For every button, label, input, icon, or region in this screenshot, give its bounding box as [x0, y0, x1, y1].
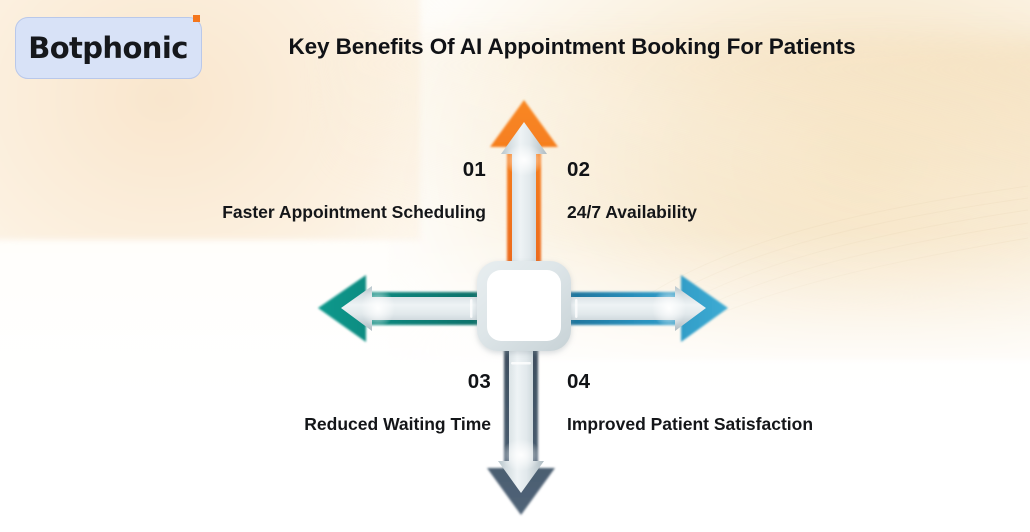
- benefit-label-02: 24/7 Availability: [567, 201, 698, 222]
- up-arrow: [490, 100, 558, 300]
- benefit-number-03: 03: [467, 370, 491, 393]
- benefit-item-01[interactable]: 01 Faster Appointment Scheduling: [138, 158, 486, 222]
- left-arrow: [318, 275, 490, 342]
- page-title: Key Benefits Of AI Appointment Booking F…: [288, 34, 856, 59]
- benefit-item-02[interactable]: 02 24/7 Availability: [567, 158, 907, 222]
- benefit-item-03[interactable]: 03 Reduced Waiting Time: [242, 370, 491, 434]
- brand-logo-text: Botphonic: [28, 30, 188, 65]
- benefit-item-04[interactable]: 04 Improved Patient Satisfaction: [567, 370, 927, 434]
- benefit-label-04: Improved Patient Satisfaction: [567, 413, 814, 434]
- benefit-label-03: Reduced Waiting Time: [304, 413, 491, 434]
- right-arrow: [558, 275, 728, 342]
- brand-logo[interactable]: Botphonic: [15, 15, 202, 79]
- benefit-number-04: 04: [567, 370, 591, 393]
- benefit-label-01: Faster Appointment Scheduling: [222, 201, 486, 222]
- benefit-number-01: 01: [462, 158, 486, 181]
- center-node[interactable]: [477, 261, 571, 351]
- brand-accent-dot-icon: [193, 15, 200, 22]
- benefit-number-02: 02: [567, 158, 591, 181]
- down-arrow: [487, 330, 555, 515]
